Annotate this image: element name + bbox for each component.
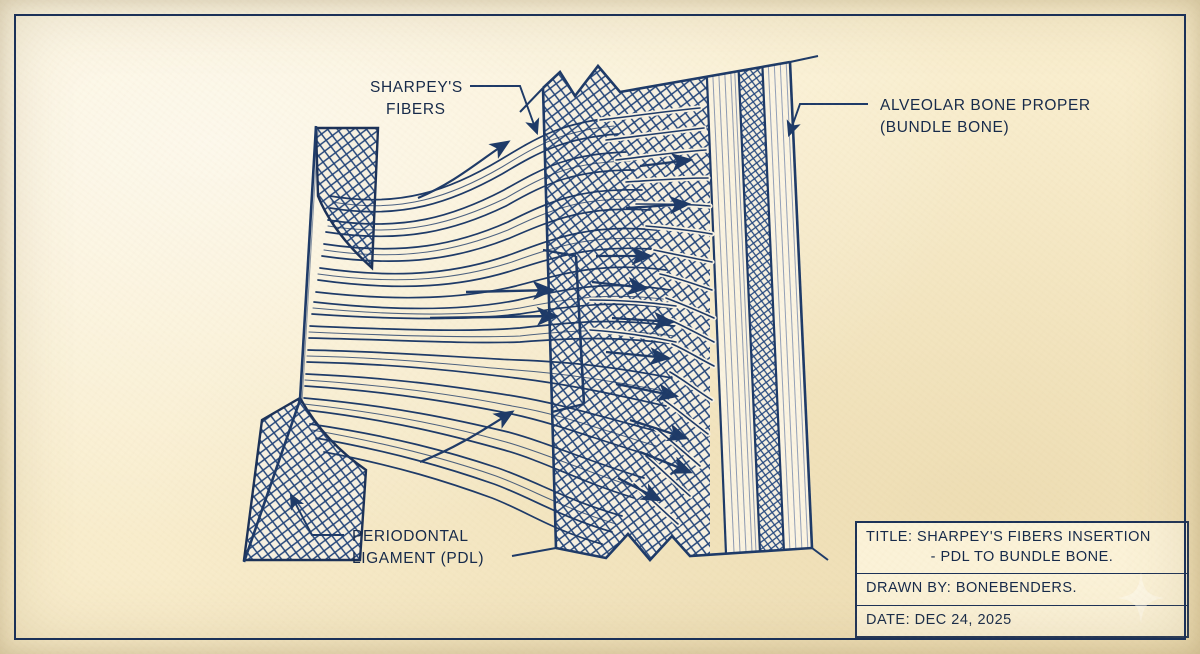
bone-bottom-right-tail xyxy=(811,547,829,561)
date-text: DATE: DEC 24, 2025 xyxy=(866,611,1012,628)
pdl-band xyxy=(242,125,380,563)
label-periodontal-ligament-line1: PERIODONTAL xyxy=(352,528,469,545)
pdl-core-arrows xyxy=(429,280,560,326)
title-block-row-drawn-by: DRAWN BY: BONEBENDERS. xyxy=(857,574,1187,606)
fibers-inside-bone xyxy=(587,105,717,527)
lamellar-striations-1 xyxy=(711,62,757,553)
bundle-bone-fill xyxy=(543,62,710,560)
sharpeys-fiber-bundles xyxy=(303,117,677,545)
label-sharpeys-fibers-line1: SHARPEY'S xyxy=(370,79,463,96)
bone-outer-edge xyxy=(788,61,814,549)
label-alveolar-bone-line2: (BUNDLE BONE) xyxy=(880,119,1009,136)
title-text-line1: TITLE: SHARPEY'S FIBERS INSERTION xyxy=(866,529,1151,545)
annotation-leaders xyxy=(289,85,868,536)
bone-top-left-tail xyxy=(519,87,544,113)
leader-periodontal-ligament xyxy=(289,492,344,536)
title-block-row-date: DATE: DEC 24, 2025 xyxy=(857,606,1187,637)
title-block: TITLE: SHARPEY'S FIBERS INSERTION - PDL … xyxy=(855,521,1189,639)
label-sharpeys-fibers-line2: FIBERS xyxy=(386,101,446,118)
break-line-bottom xyxy=(555,532,813,562)
fiber-flow-arrows xyxy=(417,140,515,464)
drawn-by-text: DRAWN BY: BONEBENDERS. xyxy=(866,580,1078,597)
break-line-top xyxy=(542,60,791,99)
bone-inner-step xyxy=(574,255,586,405)
label-alveolar-bone-line1: ALVEOLAR BONE PROPER xyxy=(880,97,1091,114)
title-block-row-title: TITLE: SHARPEY'S FIBERS INSERTION - PDL … xyxy=(857,523,1187,575)
bone-top-right-tail xyxy=(789,55,819,63)
title-text-line2: - PDL TO BUNDLE BONE. xyxy=(930,548,1114,565)
lamella-crosshatch xyxy=(738,62,784,552)
bone-bottom-left-tail xyxy=(511,547,557,557)
annotation-labels: SHARPEY'S FIBERS ALVEOLAR BONE PROPER (B… xyxy=(352,79,1091,567)
layer-boundaries xyxy=(704,62,786,555)
leader-sharpeys-fibers xyxy=(470,85,540,136)
pdl-outer-edge xyxy=(242,125,318,563)
label-periodontal-ligament-line2: LIGAMENT (PDL) xyxy=(352,550,484,567)
leader-alveolar-bone xyxy=(786,103,868,138)
pdl-outer-edge-shadow xyxy=(301,129,319,403)
pdl-band-lower xyxy=(242,396,368,562)
insertion-direction-arrows xyxy=(591,153,694,502)
